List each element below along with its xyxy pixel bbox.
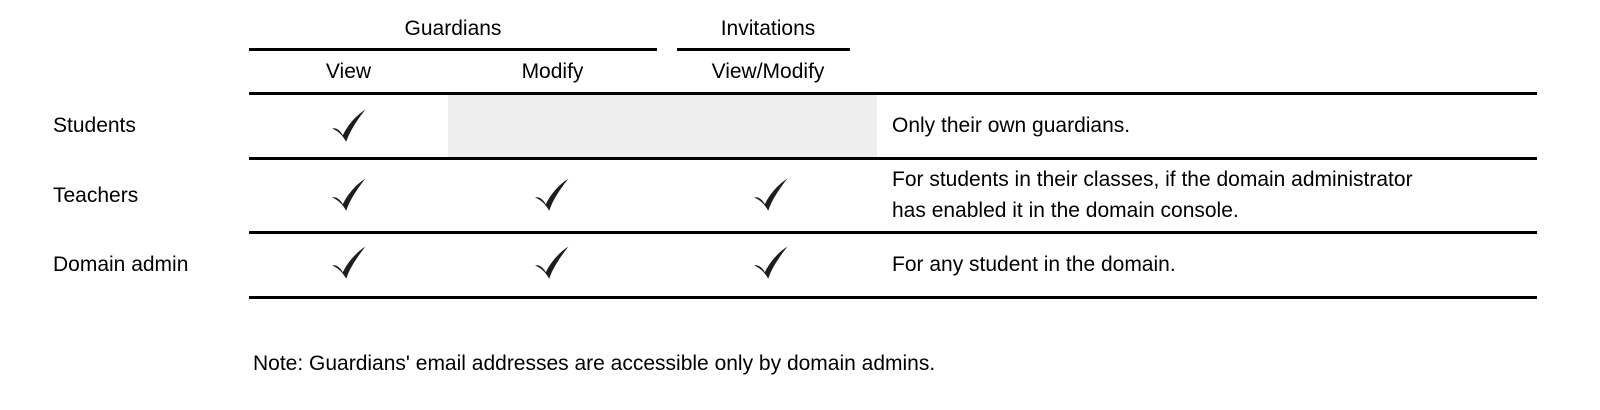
row-note-domain-admin: For any student in the domain. <box>892 250 1542 280</box>
row-note-teachers: For students in their classes, if the do… <box>892 164 1542 226</box>
column-group-invitations: Invitations <box>720 17 816 40</box>
guardians-group-underline <box>249 48 657 51</box>
column-group-guardians: Guardians <box>404 17 502 40</box>
checkmark-icon <box>752 246 789 280</box>
table-rule-row2-bottom <box>249 231 1537 234</box>
footnote: Note: Guardians' email addresses are acc… <box>253 352 936 375</box>
row-label-domain-admin: Domain admin <box>53 253 189 276</box>
row-note-students: Only their own guardians. <box>892 111 1542 141</box>
checkmark-icon <box>330 246 367 280</box>
table-rule-row3-bottom <box>249 296 1537 299</box>
note-line: has enabled it in the domain console. <box>892 199 1239 222</box>
disabled-cells-shade <box>448 95 877 157</box>
invitations-group-underline <box>677 48 850 51</box>
table-rule-header-bottom <box>249 92 1537 95</box>
column-header-view-modify: View/Modify <box>711 60 825 83</box>
column-header-view: View <box>325 60 372 83</box>
row-label-students: Students <box>53 114 136 137</box>
checkmark-icon <box>752 178 789 212</box>
checkmark-icon <box>330 109 367 143</box>
checkmark-icon <box>330 178 367 212</box>
note-line: For any student in the domain. <box>892 253 1176 276</box>
row-label-teachers: Teachers <box>53 184 139 207</box>
column-header-modify: Modify <box>521 60 584 83</box>
table-rule-row1-bottom <box>249 157 1537 160</box>
checkmark-icon <box>533 246 570 280</box>
note-line: For students in their classes, if the do… <box>892 168 1413 191</box>
note-line: Only their own guardians. <box>892 114 1131 137</box>
checkmark-icon <box>533 178 570 212</box>
